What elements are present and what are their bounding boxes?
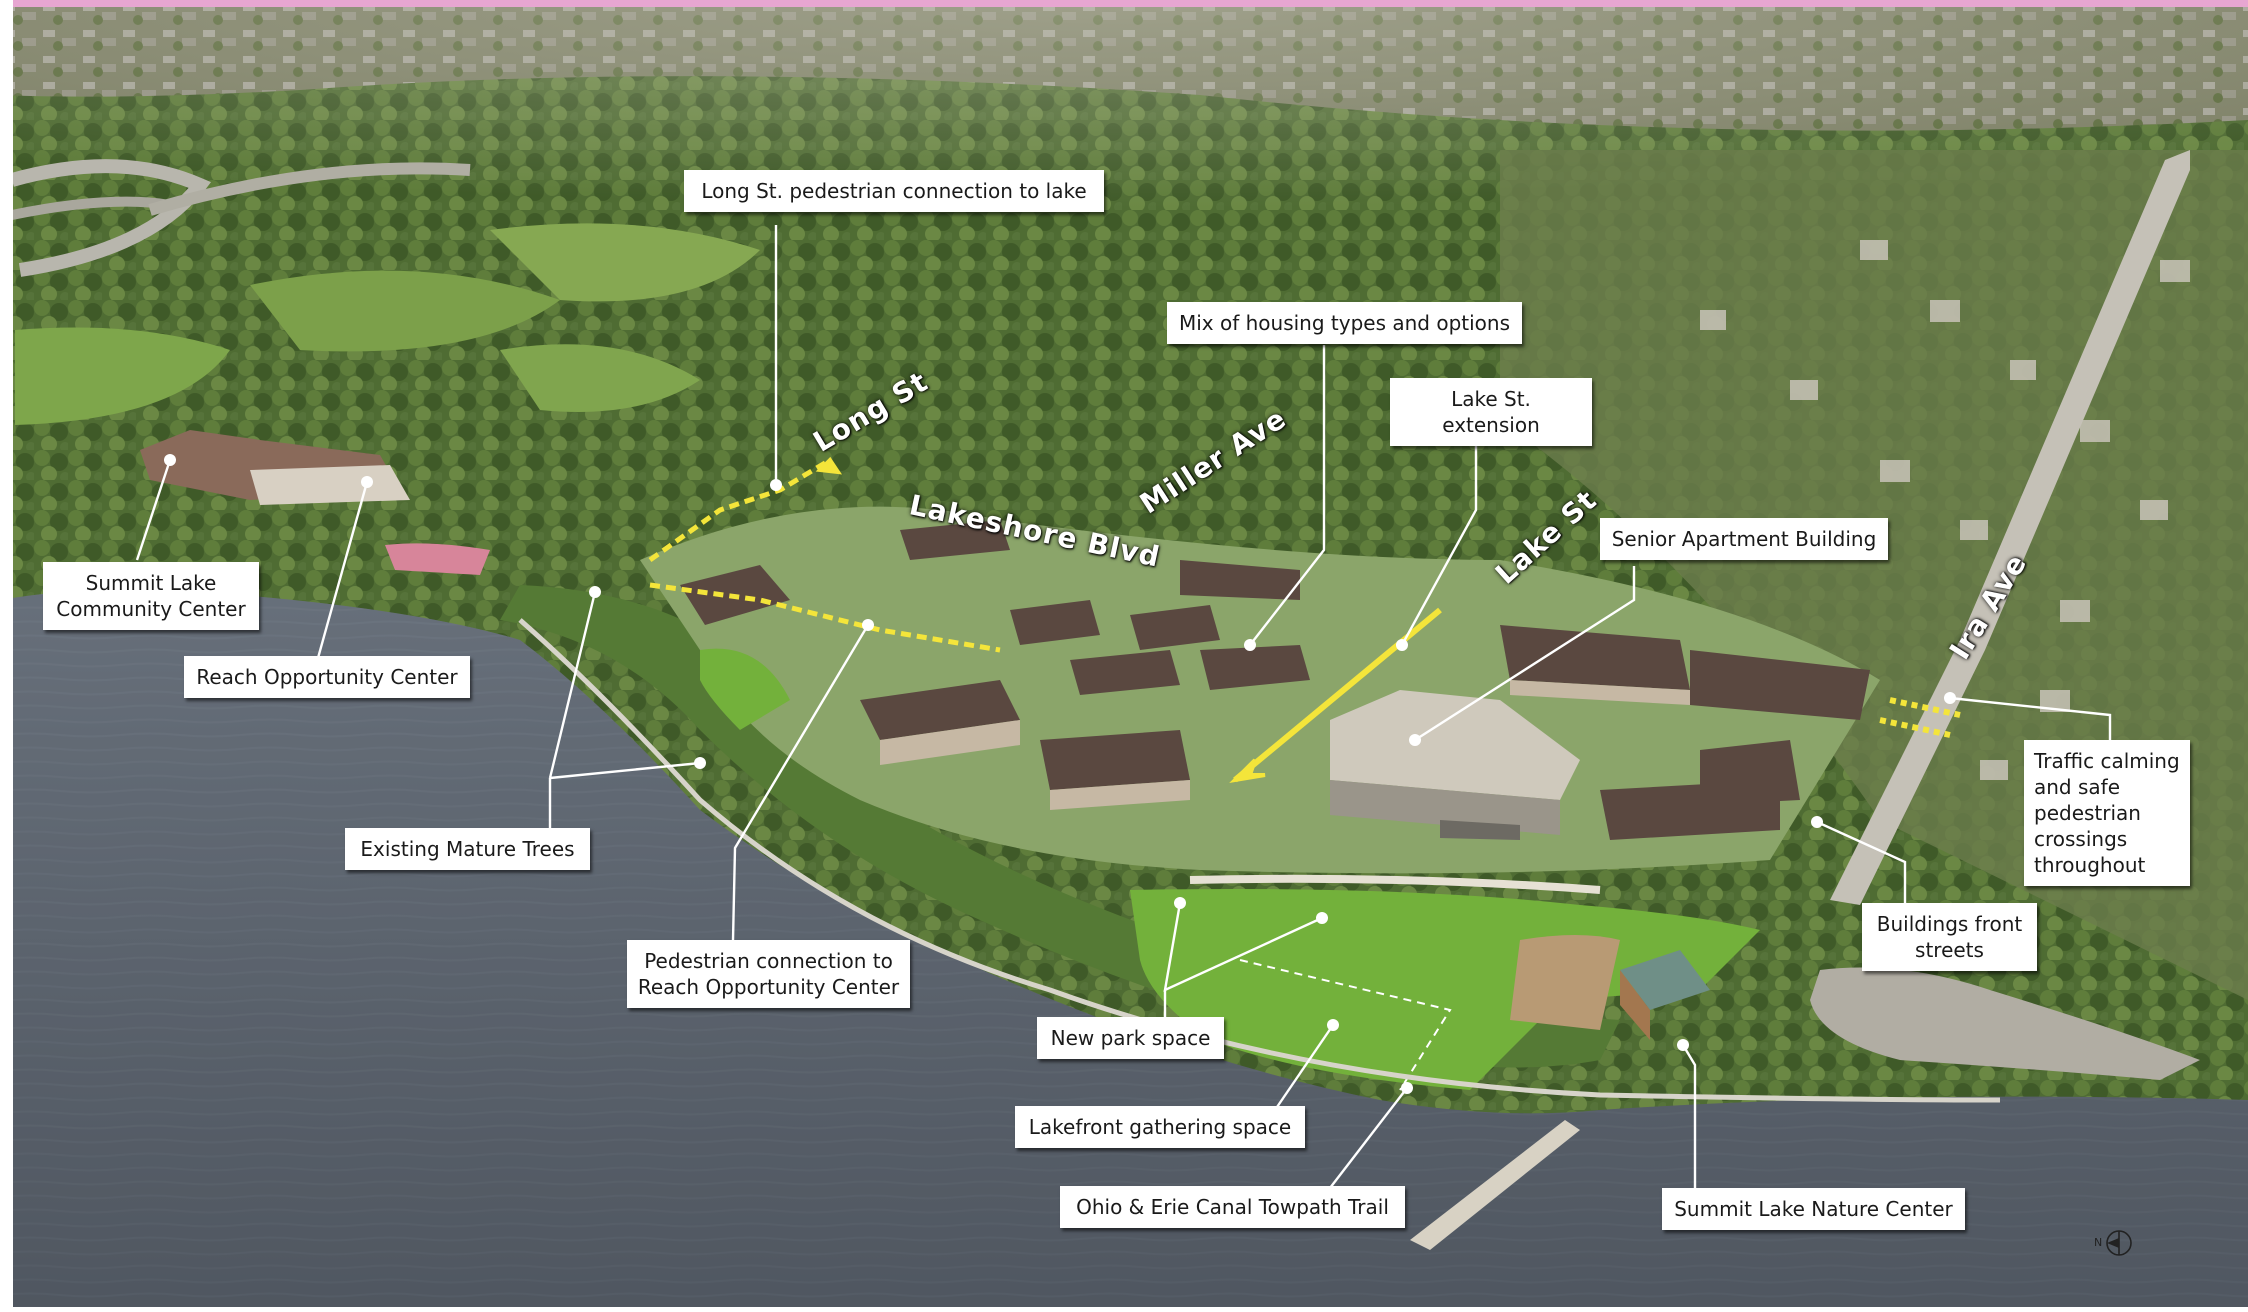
pier bbox=[1410, 1120, 1580, 1250]
senior-apartment-building bbox=[1330, 690, 1580, 840]
callout-long-st-connection: Long St. pedestrian connection to lake bbox=[684, 170, 1104, 212]
callout-new-park: New park space bbox=[1037, 1017, 1224, 1059]
leader-dots bbox=[164, 454, 1956, 1094]
townhouse-walls bbox=[880, 680, 1690, 810]
callout-towpath-trail: Ohio & Erie Canal Towpath Trail bbox=[1060, 1186, 1405, 1228]
north-arrow-icon bbox=[2106, 1230, 2132, 1256]
callout-summit-lake-community: Summit Lake Community Center bbox=[43, 562, 259, 630]
callout-traffic-calming: Traffic calming and safe pedestrian cros… bbox=[2024, 740, 2190, 886]
callout-pedestrian-reach: Pedestrian connection to Reach Opportuni… bbox=[627, 940, 910, 1008]
callout-nature-center: Summit Lake Nature Center bbox=[1662, 1188, 1965, 1230]
north-label: N bbox=[2094, 1236, 2103, 1249]
field bbox=[250, 270, 560, 352]
leader-lines bbox=[135, 225, 2112, 1189]
nature-center-building bbox=[1620, 950, 1710, 1040]
callout-existing-trees: Existing Mature Trees bbox=[345, 828, 590, 870]
towpath-trail bbox=[518, 618, 2001, 1103]
traffic-crossing bbox=[1879, 697, 1961, 738]
callout-mix-housing: Mix of housing types and options bbox=[1167, 302, 1522, 344]
pedestrian-reach-path bbox=[649, 582, 1001, 653]
callout-lake-st-extension: Lake St. extension bbox=[1390, 378, 1592, 446]
top-border bbox=[0, 0, 2248, 7]
left-border bbox=[0, 0, 13, 1307]
callout-lakefront-gathering: Lakefront gathering space bbox=[1015, 1106, 1305, 1148]
callout-senior-apartment: Senior Apartment Building bbox=[1600, 518, 1888, 560]
parking-lot bbox=[1810, 967, 2200, 1080]
ira-ave-road bbox=[1830, 150, 2190, 905]
callout-reach-opportunity: Reach Opportunity Center bbox=[184, 656, 470, 698]
long-st-connection-path bbox=[648, 457, 832, 563]
nature-center-plaza bbox=[1510, 935, 1620, 1030]
highway-ramp bbox=[10, 159, 212, 277]
north-arrow: N bbox=[2094, 1228, 2134, 1258]
red-plaza bbox=[385, 543, 490, 575]
community-center bbox=[140, 430, 410, 505]
lakefront-lawn bbox=[700, 648, 790, 730]
callout-buildings-front: Buildings front streets bbox=[1862, 903, 2037, 971]
development-site bbox=[640, 506, 1880, 874]
townhouse-rows bbox=[680, 520, 1870, 840]
